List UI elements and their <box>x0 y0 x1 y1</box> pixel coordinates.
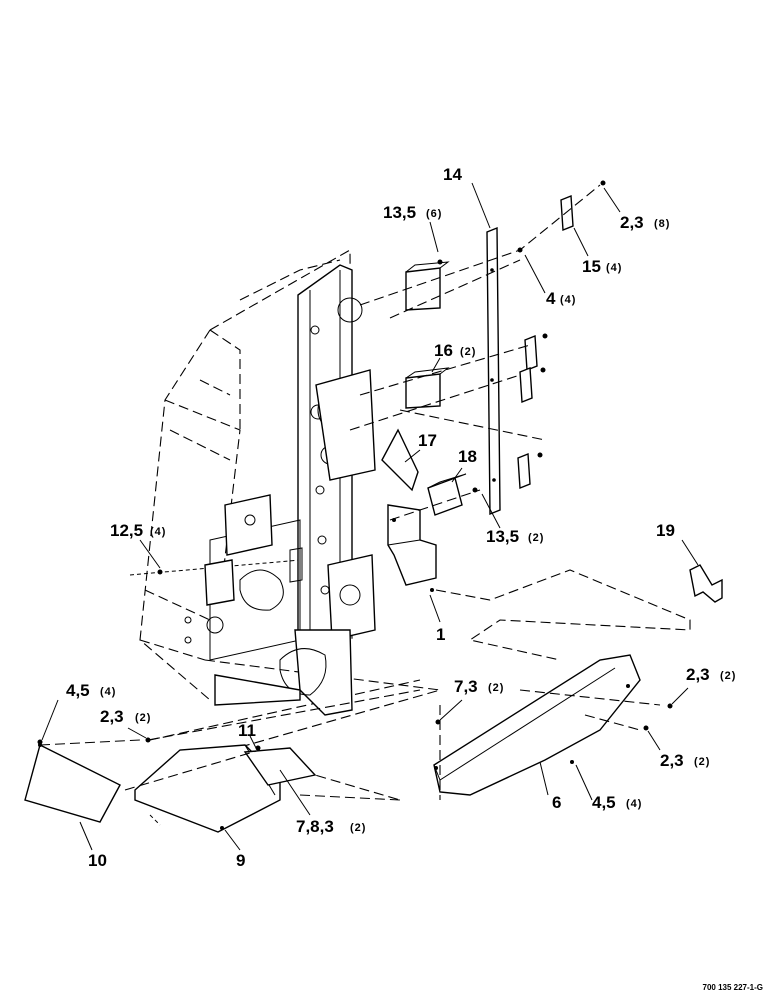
svg-text:(2): (2) <box>528 532 544 544</box>
svg-text:14: 14 <box>443 165 462 184</box>
part-6-shield <box>433 654 641 796</box>
svg-text:(4): (4) <box>626 798 642 810</box>
part-1-bracket <box>387 504 437 592</box>
callout-2-3-2-right: 2,3 (2) <box>686 665 736 684</box>
callout-14: 14 <box>443 165 462 184</box>
svg-text:4,5: 4,5 <box>66 681 90 700</box>
fastener-points <box>37 180 673 751</box>
svg-text:7,8,3: 7,8,3 <box>296 817 334 836</box>
svg-text:1: 1 <box>436 625 445 644</box>
part-15-plates <box>517 194 574 490</box>
svg-text:13,5: 13,5 <box>486 527 519 546</box>
callout-4-5-4-right: 4,5 (4) <box>592 793 642 812</box>
svg-text:16: 16 <box>434 341 453 360</box>
callout-18: 18 <box>458 447 477 466</box>
callout-15-4: 15 (4) <box>582 257 622 276</box>
svg-text:10: 10 <box>88 851 107 870</box>
svg-text:(4): (4) <box>606 262 622 274</box>
svg-text:(8): (8) <box>654 218 670 230</box>
lower-drive-assembly <box>214 629 353 716</box>
svg-text:(4): (4) <box>560 294 576 306</box>
callout-17: 17 <box>418 431 437 450</box>
svg-text:(4): (4) <box>150 526 166 538</box>
svg-text:4: 4 <box>546 289 556 308</box>
svg-text:(6): (6) <box>426 208 442 220</box>
part-17-gusset <box>381 428 419 492</box>
svg-text:(2): (2) <box>720 670 736 682</box>
callout-12-5-4: 12,5 (4) <box>110 521 166 540</box>
svg-text:(2): (2) <box>488 682 504 694</box>
svg-text:(2): (2) <box>350 822 366 834</box>
svg-text:(2): (2) <box>135 712 151 724</box>
part-13-16-angle-brackets <box>405 261 450 409</box>
svg-text:6: 6 <box>552 793 561 812</box>
svg-text:(2): (2) <box>460 346 476 358</box>
callout-4-5-4-left: 4,5 (4) <box>66 681 116 700</box>
callout-1: 1 <box>436 625 445 644</box>
callout-6: 6 <box>552 793 561 812</box>
svg-text:(4): (4) <box>100 686 116 698</box>
svg-text:7,3: 7,3 <box>454 677 478 696</box>
callout-2-3-2-lower: 2,3 (2) <box>660 751 710 770</box>
callout-2-3-2-left: 2,3 (2) <box>100 707 151 726</box>
svg-text:4,5: 4,5 <box>592 793 616 812</box>
callout-13-5-2: 13,5 (2) <box>486 527 544 546</box>
callout-2-3-8: 2,3 (8) <box>620 213 670 232</box>
left-panel-components <box>184 494 303 661</box>
callout-16-2: 16 (2) <box>434 341 476 360</box>
svg-text:11: 11 <box>238 721 256 740</box>
callout-10: 10 <box>88 851 107 870</box>
callout-19: 19 <box>656 521 675 540</box>
part-14-vertical-bar <box>486 226 501 516</box>
callout-4-4: 4 (4) <box>546 289 576 308</box>
callout-9: 9 <box>236 851 245 870</box>
svg-text:2,3: 2,3 <box>100 707 124 726</box>
part-18-box <box>427 473 467 516</box>
part-19-clip <box>689 564 723 603</box>
part-9-lower-shield <box>134 744 317 833</box>
part-10-cover-plate <box>24 743 121 823</box>
svg-text:15: 15 <box>582 257 601 276</box>
svg-text:2,3: 2,3 <box>660 751 684 770</box>
leader-lines <box>41 182 699 851</box>
svg-text:(2): (2) <box>694 756 710 768</box>
svg-text:19: 19 <box>656 521 675 540</box>
callout-7-3-2: 7,3 (2) <box>454 677 504 696</box>
callout-13-5-6: 13,5 (6) <box>383 203 442 222</box>
side-frame-plate <box>297 264 376 641</box>
svg-text:9: 9 <box>236 851 245 870</box>
drawing-code: 700 135 227-1-G <box>703 983 764 992</box>
svg-text:12,5: 12,5 <box>110 521 143 540</box>
svg-text:13,5: 13,5 <box>383 203 416 222</box>
callout-7-8-3-2: 7,8,3 (2) <box>296 817 366 836</box>
svg-text:17: 17 <box>418 431 437 450</box>
svg-text:2,3: 2,3 <box>620 213 644 232</box>
svg-text:2,3: 2,3 <box>686 665 710 684</box>
svg-text:18: 18 <box>458 447 477 466</box>
callout-11: 11 <box>238 721 256 740</box>
